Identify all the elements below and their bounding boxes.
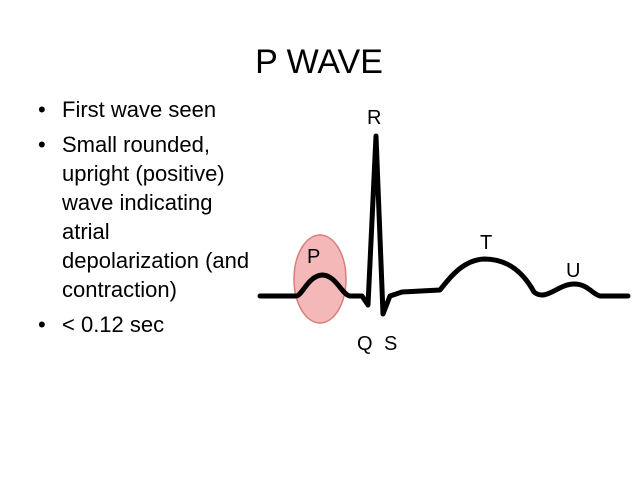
bullet-text: First wave seen [62, 97, 217, 122]
bullet-item-duration: • < 0.12 sec [36, 310, 251, 339]
bullet-marker: • [38, 132, 46, 157]
wave-label-s: S [384, 333, 397, 355]
wave-label-r: R [367, 107, 381, 129]
bullet-marker: • [38, 312, 46, 337]
wave-label-p: P [307, 246, 320, 268]
slide-title: P WAVE [255, 43, 383, 81]
bullet-list: • First wave seen • Small rounded, uprig… [36, 95, 251, 345]
wave-label-u: U [566, 260, 580, 282]
bullet-item-first-wave: • First wave seen [36, 95, 251, 124]
bullet-text: Small rounded, upright (positive) wave i… [62, 132, 250, 302]
p-wave-highlight [293, 234, 347, 324]
bullet-text: < 0.12 sec [62, 312, 165, 337]
ecg-trace [257, 133, 631, 317]
wave-label-t: T [480, 232, 492, 254]
wave-label-q: Q [357, 333, 373, 355]
bullet-marker: • [38, 97, 46, 122]
bullet-item-description: • Small rounded, upright (positive) wave… [36, 130, 251, 304]
